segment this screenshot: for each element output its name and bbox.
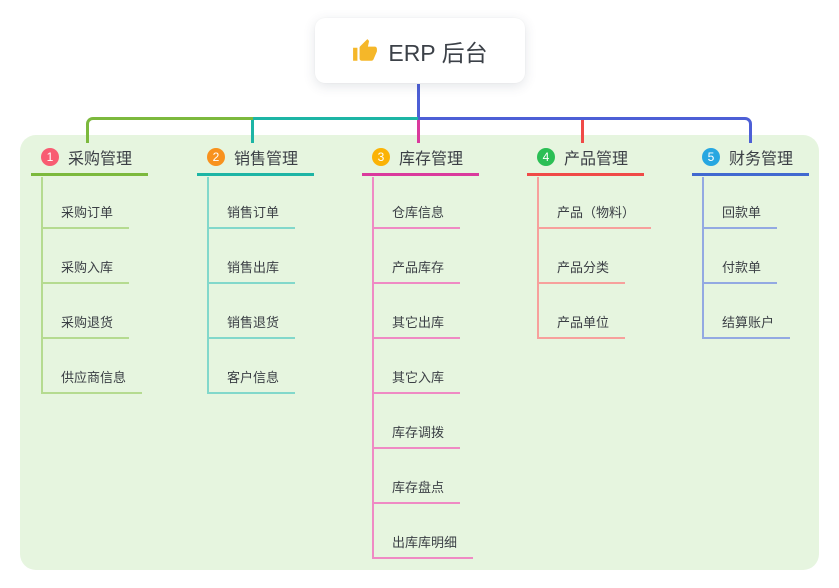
branch-items: 销售订单 销售出库 销售退货 客户信息	[207, 177, 296, 394]
node-item[interactable]: 回款单	[704, 177, 778, 229]
node-label: 供应商信息	[61, 370, 127, 385]
node-label: 产品分类	[557, 260, 610, 275]
node-label: 产品库存	[392, 260, 445, 275]
node-label: 产品（物料）	[557, 205, 636, 220]
branch-inventory: 3 库存管理 仓库信息 产品库存 其它出库 其它入库 库存调拨 库存盘点 出库库…	[362, 147, 480, 559]
branch-number-badge: 5	[702, 147, 720, 166]
thumbs-up-icon	[353, 38, 378, 61]
node-label: 其它入库	[392, 370, 445, 385]
node-label: 库存调拨	[392, 425, 445, 440]
connector-drop-sales	[251, 120, 254, 143]
branch-number-badge: 1	[41, 147, 59, 166]
branch-items: 采购订单 采购入库 采购退货 供应商信息	[41, 177, 143, 394]
node-item[interactable]: 仓库信息	[374, 177, 461, 229]
root-node[interactable]: ERP 后台	[315, 18, 525, 83]
node-item[interactable]: 出库库明细	[374, 504, 474, 559]
node-item[interactable]: 其它出库	[374, 284, 461, 339]
node-item[interactable]: 销售退货	[209, 284, 296, 339]
node-label: 结算账户	[722, 315, 775, 330]
branch-sales: 2 销售管理 销售订单 销售出库 销售退货 客户信息	[197, 147, 315, 394]
node-label: 其它出库	[392, 315, 445, 330]
node-item[interactable]: 库存调拨	[374, 394, 461, 449]
node-label: 采购退货	[61, 315, 114, 330]
node-label: 库存盘点	[392, 480, 445, 495]
node-label: 采购入库	[61, 260, 114, 275]
connector-bus-finance	[418, 117, 752, 143]
branch-title: 财务管理	[729, 150, 794, 168]
node-item[interactable]: 采购入库	[43, 229, 130, 284]
branch-items: 仓库信息 产品库存 其它出库 其它入库 库存调拨 库存盘点 出库库明细	[372, 177, 474, 559]
node-item[interactable]: 产品分类	[539, 229, 626, 284]
connector-root	[417, 84, 420, 121]
branch-title: 销售管理	[234, 150, 299, 168]
node-label: 出库库明细	[392, 535, 458, 550]
branch-head[interactable]: 2 销售管理	[197, 147, 315, 176]
branch-items: 回款单 付款单 结算账户	[702, 177, 791, 339]
branch-head[interactable]: 4 产品管理	[527, 147, 645, 176]
node-label: 采购订单	[61, 205, 114, 220]
branch-title: 采购管理	[68, 150, 133, 168]
node-item[interactable]: 供应商信息	[43, 339, 143, 394]
node-item[interactable]: 销售出库	[209, 229, 296, 284]
node-label: 销售出库	[227, 260, 280, 275]
branch-title: 库存管理	[399, 150, 464, 168]
node-item[interactable]: 销售订单	[209, 177, 296, 229]
node-item[interactable]: 产品单位	[539, 284, 626, 339]
node-label: 产品单位	[557, 315, 610, 330]
node-label: 仓库信息	[392, 205, 445, 220]
branch-title: 产品管理	[564, 150, 629, 168]
branch-items: 产品（物料） 产品分类 产品单位	[537, 177, 652, 339]
branch-number-badge: 4	[537, 147, 555, 166]
connector-drop-product	[581, 120, 584, 143]
node-item[interactable]: 付款单	[704, 229, 778, 284]
connector-bus-sales	[253, 117, 418, 120]
branch-head[interactable]: 5 财务管理	[692, 147, 810, 176]
branch-product: 4 产品管理 产品（物料） 产品分类 产品单位	[527, 147, 652, 339]
node-item[interactable]: 客户信息	[209, 339, 296, 394]
branch-number-badge: 3	[372, 147, 390, 166]
node-item[interactable]: 结算账户	[704, 284, 791, 339]
node-item[interactable]: 采购订单	[43, 177, 130, 229]
node-item[interactable]: 其它入库	[374, 339, 461, 394]
branch-number-badge: 2	[207, 147, 225, 166]
node-label: 客户信息	[227, 370, 280, 385]
connector-bus-purchase	[86, 117, 253, 143]
branch-head[interactable]: 3 库存管理	[362, 147, 480, 176]
node-label: 回款单	[722, 205, 762, 220]
branch-finance: 5 财务管理 回款单 付款单 结算账户	[692, 147, 810, 339]
branches-panel	[20, 135, 819, 570]
node-label: 销售订单	[227, 205, 280, 220]
root-title: ERP 后台	[388, 39, 488, 66]
connector-drop-inventory	[417, 120, 420, 143]
node-item[interactable]: 产品（物料）	[539, 177, 652, 229]
node-label: 付款单	[722, 260, 762, 275]
node-item[interactable]: 产品库存	[374, 229, 461, 284]
branch-head[interactable]: 1 采购管理	[31, 147, 149, 176]
node-label: 销售退货	[227, 315, 280, 330]
node-item[interactable]: 采购退货	[43, 284, 130, 339]
node-item[interactable]: 库存盘点	[374, 449, 461, 504]
branch-purchase: 1 采购管理 采购订单 采购入库 采购退货 供应商信息	[31, 147, 149, 394]
